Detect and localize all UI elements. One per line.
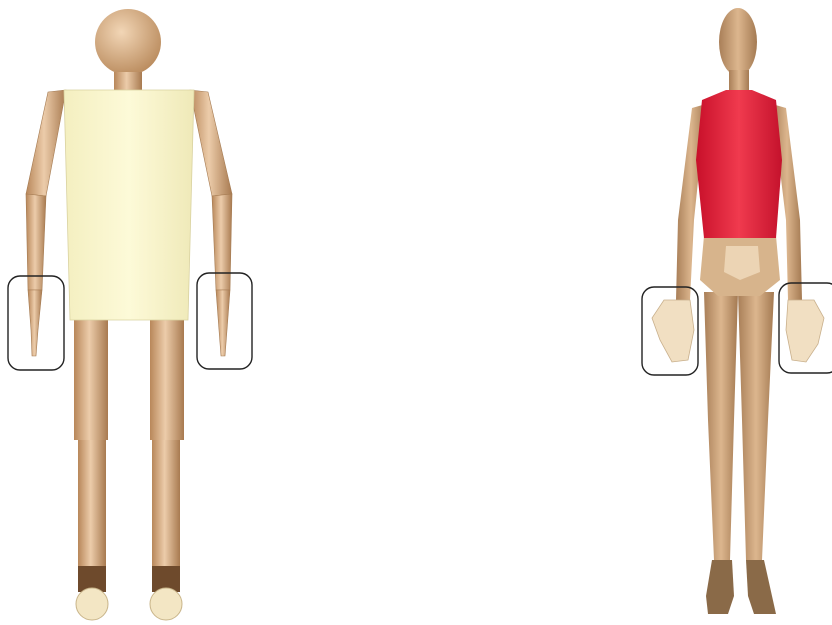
- human-left-foot: [706, 560, 734, 614]
- human-left-leg: [704, 292, 738, 560]
- manikin-right-upper-arm: [190, 90, 232, 196]
- manikin-right-forearm: [212, 194, 232, 290]
- human-left-hand: [652, 300, 694, 362]
- manikin-right-shin: [152, 440, 180, 570]
- human-head: [719, 8, 757, 76]
- human-right-hand: [786, 300, 824, 362]
- human-torso: [696, 90, 782, 238]
- manikin-head: [95, 9, 161, 75]
- manikin-left-thigh: [74, 320, 108, 440]
- simplified-manikin: [8, 9, 252, 620]
- manikin-left-hand: [28, 290, 42, 356]
- manikin-neck: [114, 72, 142, 90]
- manikin-left-foot: [76, 588, 108, 620]
- manikin-left-upper-arm: [26, 90, 66, 196]
- manikin-left-shin: [78, 440, 106, 570]
- manikin-right-thigh: [150, 320, 184, 440]
- human-right-foot: [746, 560, 776, 614]
- manikin-torso: [64, 90, 194, 320]
- manikin-right-foot: [150, 588, 182, 620]
- manikin-right-hand: [216, 290, 230, 356]
- human-right-leg: [738, 292, 774, 560]
- detailed-human-model: [642, 8, 832, 614]
